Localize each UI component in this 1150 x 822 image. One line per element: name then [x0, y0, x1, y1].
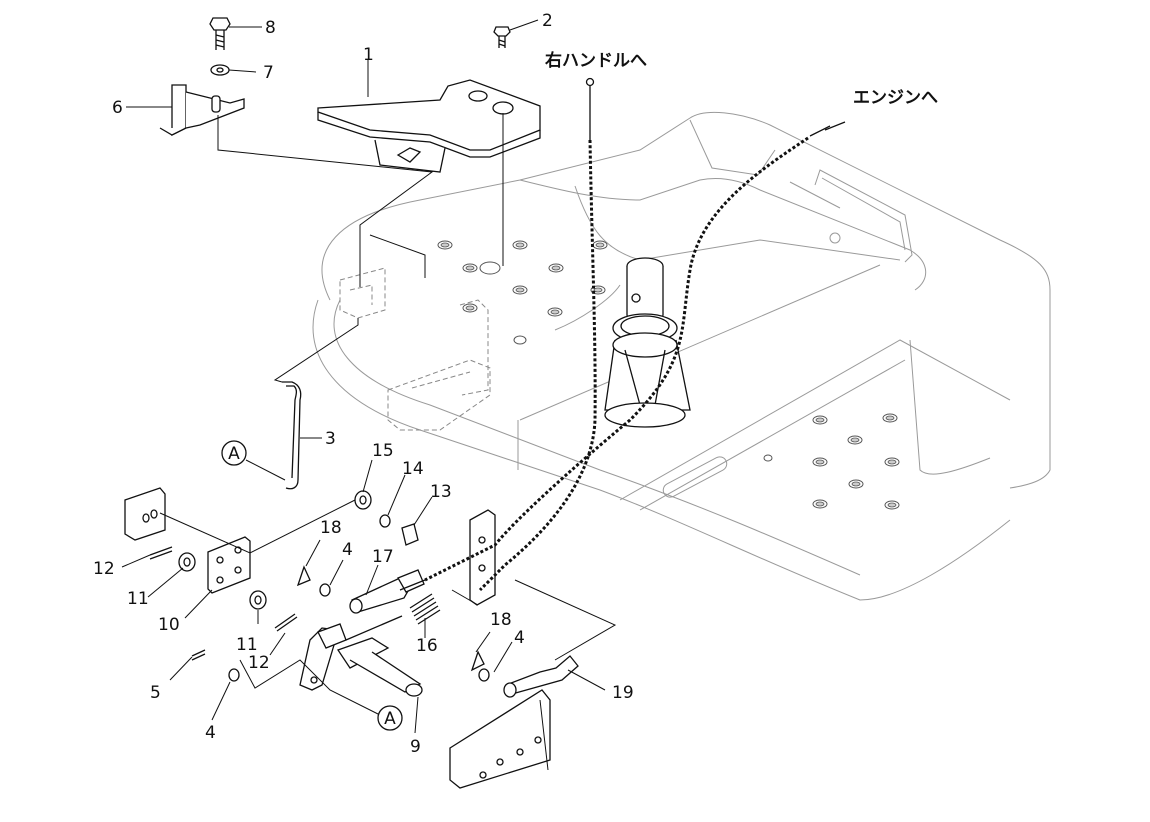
part-1-pedal [317, 79, 541, 173]
deck-body [312, 111, 1051, 601]
label-to-engine: エンジンへ [853, 88, 938, 108]
cable-right-handle [478, 77, 597, 592]
part-number: 10 [158, 615, 180, 635]
leader-lines [121, 19, 617, 771]
part-11-washers [178, 552, 267, 610]
part-number: 4 [342, 540, 353, 560]
part-number: 11 [127, 589, 149, 609]
part-number: 15 [372, 441, 394, 461]
part-number: 19 [612, 683, 634, 703]
part-19-cable-end [503, 655, 579, 698]
lower-bracket-bottom [449, 689, 551, 789]
part-3-rod [282, 381, 302, 490]
part-number: 7 [263, 63, 274, 83]
part-number: 13 [430, 482, 452, 502]
part-6-bracket [159, 84, 245, 137]
part-15-14-13 [354, 490, 419, 546]
lower-bracket-top [124, 487, 166, 541]
ref-a-lower-label: A [384, 709, 396, 729]
part-number: 2 [542, 11, 553, 31]
ref-a-upper-label: A [228, 444, 240, 464]
part-number: 18 [490, 610, 512, 630]
label-to-right-handle: 右ハンドルへ [545, 50, 647, 71]
part-numbers: 1 2 3 4 4 4 5 6 7 8 9 10 11 11 12 12 13 … [93, 11, 634, 757]
part-number: 16 [416, 636, 438, 656]
part-16-spring [409, 593, 441, 625]
part-number: 11 [236, 635, 258, 655]
part-17-cable-end [349, 569, 425, 614]
part-4-washers [228, 583, 490, 682]
part-number: 5 [150, 683, 161, 703]
part-number: 4 [514, 628, 525, 648]
part-number: 1 [363, 45, 374, 65]
part-number: 18 [320, 518, 342, 538]
part-7-washer [210, 64, 230, 76]
part-number: 3 [325, 429, 336, 449]
part-18-pins [296, 565, 485, 672]
part-number: 12 [248, 653, 270, 673]
part-number: 14 [402, 459, 424, 479]
cable-bracket [469, 509, 496, 606]
pivot-post [604, 257, 691, 428]
part-number: 6 [112, 98, 123, 118]
part-10-plate [207, 536, 251, 594]
ref-a-upper: A [221, 440, 247, 466]
part-number: 12 [93, 559, 115, 579]
cable-engine [399, 121, 846, 591]
part-2-bolt [493, 26, 511, 48]
part-8-bolt [209, 17, 231, 50]
hidden-brackets [339, 267, 491, 431]
part-number: 9 [410, 737, 421, 757]
part-9-lever [299, 615, 423, 697]
part-number: 8 [265, 18, 276, 38]
ref-a-lower: A [377, 705, 403, 731]
part-12-pins [149, 546, 298, 632]
part-number: 4 [205, 723, 216, 743]
part-5-pin [191, 649, 206, 661]
part-number: 17 [372, 547, 394, 567]
